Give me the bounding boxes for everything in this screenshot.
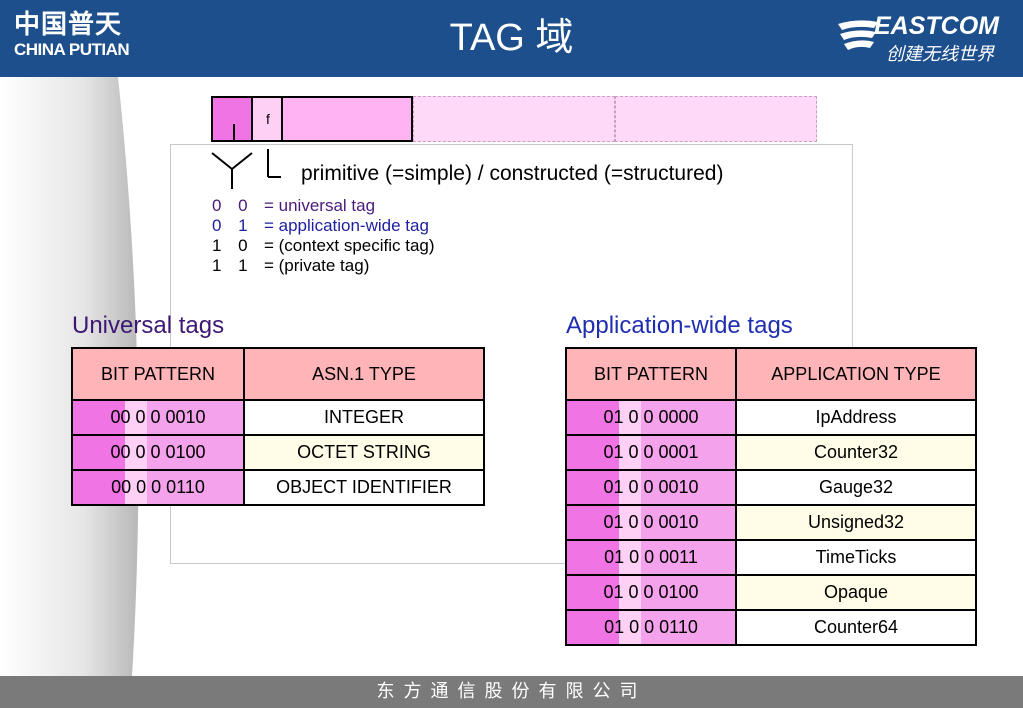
logo-cn-text: 中国普天 bbox=[14, 10, 123, 40]
table-header-row: BIT PATTERN ASN.1 TYPE bbox=[71, 347, 485, 401]
class-bits-marker bbox=[233, 124, 235, 140]
table-row: 01 0 0 0010 Gauge32 bbox=[565, 469, 977, 506]
header-bit-pattern: BIT PATTERN bbox=[565, 347, 737, 401]
bit-pattern-cell: 01 0 0 0100 bbox=[565, 574, 737, 611]
type-cell: OBJECT IDENTIFIER bbox=[243, 469, 485, 506]
eastcom-emblem-icon bbox=[838, 20, 878, 50]
table-header-row: BIT PATTERN APPLICATION TYPE bbox=[565, 347, 977, 401]
header-bit-pattern: BIT PATTERN bbox=[71, 347, 245, 401]
table-row: 00 0 0 0110 OBJECT IDENTIFIER bbox=[71, 469, 485, 506]
page-title: TAG 域 bbox=[449, 17, 574, 59]
class-bit-legend: 0 0= universal tag 0 1= application-wide… bbox=[212, 196, 435, 276]
bit-pattern-cell: 01 0 0 0011 bbox=[565, 539, 737, 576]
universal-tags-title: Universal tags bbox=[72, 312, 225, 339]
universal-tags-table: BIT PATTERN ASN.1 TYPE 00 0 0 0010 INTEG… bbox=[71, 347, 485, 506]
table-row: 01 0 0 0011 TimeTicks bbox=[565, 539, 977, 576]
header-application-type: APPLICATION TYPE bbox=[735, 347, 977, 401]
header-bar: 中国普天 CHINA PUTIAN TAG 域 EASTCOM 创建无线世界 bbox=[0, 0, 1023, 77]
form-bit-label: f bbox=[266, 111, 270, 127]
class-row-context: 1 0= (context specific tag) bbox=[212, 236, 435, 255]
table-row: 01 0 0 0000 IpAddress bbox=[565, 399, 977, 436]
bit-pattern-cell: 01 0 0 0110 bbox=[565, 609, 737, 646]
type-cell: Counter64 bbox=[735, 609, 977, 646]
header-asn1-type: ASN.1 TYPE bbox=[243, 347, 485, 401]
bit-pattern-cell: 01 0 0 0010 bbox=[565, 504, 737, 541]
bit-pattern-cell: 01 0 0 0010 bbox=[565, 469, 737, 506]
table-row: 01 0 0 0010 Unsigned32 bbox=[565, 504, 977, 541]
eastcom-brand-text: EASTCOM bbox=[874, 12, 999, 40]
company-name: 东方通信股份有限公司 bbox=[376, 681, 647, 702]
footer-bar: 东方通信股份有限公司 bbox=[0, 676, 1023, 708]
bit-pattern-cell: 00 0 0 0100 bbox=[71, 434, 245, 471]
table-row: 01 0 0 0001 Counter32 bbox=[565, 434, 977, 471]
bit-pattern-cell: 01 0 0 0000 bbox=[565, 399, 737, 436]
table-row: 01 0 0 0100 Opaque bbox=[565, 574, 977, 611]
table-row: 01 0 0 0110 Counter64 bbox=[565, 609, 977, 646]
type-cell: OCTET STRING bbox=[243, 434, 485, 471]
type-cell: Gauge32 bbox=[735, 469, 977, 506]
type-cell: INTEGER bbox=[243, 399, 485, 436]
class-row-private: 1 1= (private tag) bbox=[212, 256, 370, 275]
type-cell: Counter32 bbox=[735, 434, 977, 471]
type-cell: IpAddress bbox=[735, 399, 977, 436]
class-row-universal: 0 0= universal tag bbox=[212, 196, 376, 215]
type-cell: TimeTicks bbox=[735, 539, 977, 576]
bit-pattern-cell: 01 0 0 0001 bbox=[565, 434, 737, 471]
bit-pattern-cell: 00 0 0 0110 bbox=[71, 469, 245, 506]
bit-pointer-diagram bbox=[211, 149, 281, 189]
logo-en-text: CHINA PUTIAN bbox=[14, 40, 130, 59]
china-putian-logo: 中国普天 CHINA PUTIAN bbox=[14, 10, 130, 60]
tag-byte-bits: f bbox=[211, 96, 413, 142]
bit-pattern-cell: 00 0 0 0010 bbox=[71, 399, 245, 436]
eastcom-logo: EASTCOM 创建无线世界 bbox=[836, 10, 1016, 70]
form-bit-cell bbox=[253, 98, 283, 140]
decorative-swoosh bbox=[0, 77, 139, 676]
next-byte-ghost-2 bbox=[615, 96, 817, 142]
class-row-application: 0 1= application-wide tag bbox=[212, 216, 429, 235]
application-tags-title: Application-wide tags bbox=[566, 312, 793, 339]
application-tags-table: BIT PATTERN APPLICATION TYPE 01 0 0 0000… bbox=[565, 347, 977, 646]
primitive-constructed-label: primitive (=simple) / constructed (=stru… bbox=[301, 162, 724, 185]
table-row: 00 0 0 0010 INTEGER bbox=[71, 399, 485, 436]
type-cell: Unsigned32 bbox=[735, 504, 977, 541]
type-cell: Opaque bbox=[735, 574, 977, 611]
table-row: 00 0 0 0100 OCTET STRING bbox=[71, 434, 485, 471]
next-byte-ghost bbox=[413, 96, 615, 142]
eastcom-slogan-text: 创建无线世界 bbox=[886, 44, 994, 65]
